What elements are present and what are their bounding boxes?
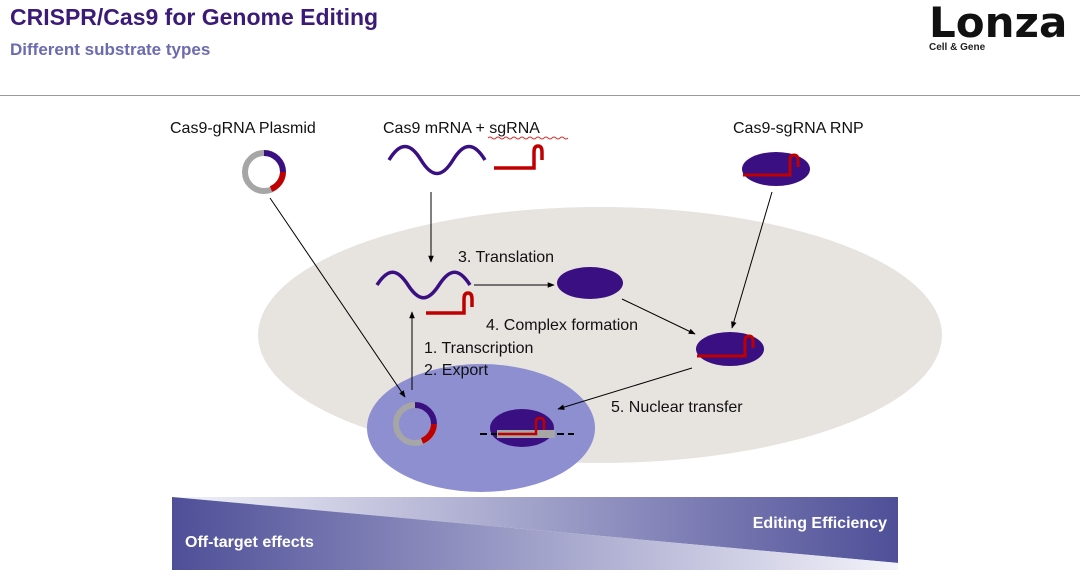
mrna-label-sgrna: sgRNA	[489, 120, 540, 137]
cas9-protein	[557, 267, 623, 299]
offtarget-wedge	[172, 497, 898, 570]
editing-efficiency-label: Editing Efficiency	[753, 515, 887, 532]
plasmid-icon-top	[242, 150, 286, 194]
nucleus-ellipse	[367, 364, 595, 492]
arrow-plasmid-to-nucleus	[269, 197, 406, 398]
step-complex-formation: 4. Complex formation	[486, 317, 638, 334]
arrow-nuclear-transfer	[557, 367, 693, 410]
mrna-label-prefix: Cas9 mRNA +	[383, 120, 489, 137]
step-export: 2. Export	[424, 362, 489, 379]
step-translation: 3. Translation	[458, 249, 554, 266]
gradient-bar	[172, 497, 898, 570]
sgrna-cell	[426, 291, 474, 315]
step-transcription: 1. Transcription	[424, 340, 533, 357]
offtarget-label: Off-target effects	[185, 534, 314, 551]
mrna-wave-top	[387, 144, 487, 176]
step-nuclear-transfer: 5. Nuclear transfer	[611, 399, 743, 416]
mrna-label: Cas9 mRNA + sgRNA	[383, 120, 540, 137]
dna-rnp-complex	[480, 409, 574, 447]
logo-subtext: Cell & Gene	[929, 42, 986, 53]
mrna-wave-cell	[375, 270, 472, 300]
page-subtitle: Different substrate types	[10, 40, 211, 59]
rnp-label: Cas9-sgRNA RNP	[733, 120, 864, 137]
spellcheck-squiggle	[487, 136, 569, 140]
cell-ellipse	[258, 207, 942, 463]
header-divider	[0, 95, 1080, 96]
plasmid-icon-nucleus	[393, 402, 437, 446]
lonza-logo: Lonza	[929, 0, 1068, 47]
page-title: CRISPR/Cas9 for Genome Editing	[10, 4, 379, 30]
sgrna-top	[494, 144, 544, 170]
arrow-complex-formation	[621, 298, 696, 335]
plasmid-label: Cas9-gRNA Plasmid	[170, 120, 316, 137]
rnp-icon-top	[742, 152, 810, 186]
rnp-icon-cell	[696, 332, 764, 366]
arrow-rnp-entry	[731, 191, 773, 329]
